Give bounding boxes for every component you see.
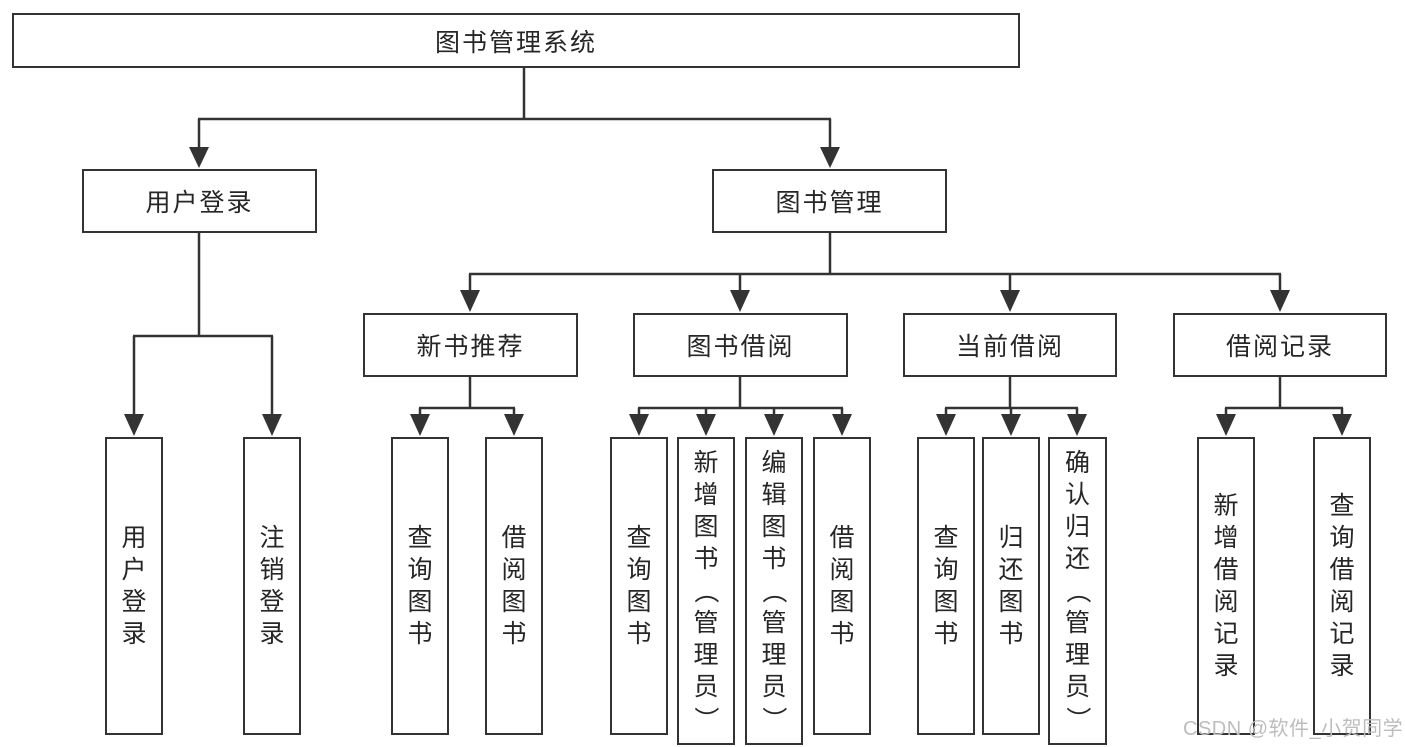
vertical-label-char: 管 [761, 609, 787, 637]
vertical-label-char: 借 [501, 524, 527, 552]
vertical-label-char: 图 [501, 588, 527, 616]
vertical-label-char: ） [691, 706, 720, 732]
vertical-label-char: 认 [1064, 481, 1090, 509]
vertical-label-char: 辑 [761, 481, 787, 509]
vertical-label-char: 询 [407, 556, 433, 584]
vertical-label-char: 询 [933, 556, 959, 584]
vertical-label-char: 用 [121, 524, 147, 552]
vertical-label-char: 查 [1329, 492, 1355, 520]
vertical-label-char: 管 [693, 609, 719, 637]
leaf-current-query: 查询图书 [917, 437, 975, 735]
vertical-label-char: 书 [829, 620, 855, 648]
vertical-label-char: 书 [761, 545, 787, 573]
vertical-label-char: 新 [693, 449, 719, 477]
connector-root-to-level2 [189, 67, 840, 168]
vertical-label-char: 图 [626, 588, 652, 616]
vertical-label-char: 查 [626, 524, 652, 552]
vertical-label-char: 户 [121, 556, 147, 584]
vertical-label-char: 阅 [1213, 588, 1239, 616]
vertical-label-char: 理 [761, 641, 787, 669]
vertical-label-char: 图 [693, 513, 719, 541]
connector-book-borrow-split [629, 377, 852, 436]
connector-borrow-records-split [1216, 377, 1352, 436]
vertical-label-char: 书 [998, 620, 1024, 648]
leaf-current-return: 归还图书 [982, 437, 1040, 735]
vertical-label-char: 增 [1213, 524, 1239, 552]
vertical-label-char: 书 [626, 620, 652, 648]
connector-book-mgmt-to-level3 [460, 233, 1290, 312]
leaf-logout: 注销登录 [243, 437, 301, 735]
vertical-label-char: 员 [1064, 673, 1090, 701]
leaf-borrow-edit-admin: 编辑图书 （ 管理员 ） [745, 437, 803, 745]
vertical-label-char: （ [759, 578, 788, 604]
vertical-label-char: 查 [933, 524, 959, 552]
vertical-label-char: 还 [998, 556, 1024, 584]
vertical-label-char: ） [1063, 706, 1092, 732]
node-current-borrow: 当前借阅 [903, 313, 1117, 377]
leaf-user-login: 用户登录 [105, 437, 163, 735]
node-root-system: 图书管理系统 [12, 13, 1020, 68]
vertical-label-char: 登 [121, 588, 147, 616]
vertical-label-char: 记 [1329, 620, 1355, 648]
vertical-label-char: 图 [761, 513, 787, 541]
vertical-label-char: 注 [259, 524, 285, 552]
leaf-current-confirm-admin: 确认归还 （ 管理员 ） [1048, 437, 1107, 745]
vertical-label-char: 记 [1213, 620, 1239, 648]
vertical-label-char: 管 [1064, 609, 1090, 637]
vertical-label-char: 销 [259, 556, 285, 584]
vertical-label-char: 还 [1064, 545, 1090, 573]
vertical-label-char: 借 [1329, 556, 1355, 584]
leaf-records-add: 新增借阅记录 [1197, 437, 1255, 735]
vertical-label-char: 借 [1213, 556, 1239, 584]
leaf-records-query: 查询借阅记录 [1313, 437, 1371, 735]
vertical-label-char: 录 [259, 620, 285, 648]
vertical-label-char: 图 [998, 588, 1024, 616]
vertical-label-char: （ [1063, 578, 1092, 604]
leaf-borrow-add-admin: 新增图书 （ 管理员 ） [677, 437, 735, 745]
vertical-label-char: 询 [626, 556, 652, 584]
node-book-mgmt: 图书管理 [712, 169, 947, 233]
vertical-label-char: 员 [693, 673, 719, 701]
vertical-label-char: 图 [829, 588, 855, 616]
leaf-new-books-query: 查询图书 [391, 437, 449, 735]
vertical-label-char: ） [759, 706, 788, 732]
vertical-label-char: 理 [693, 641, 719, 669]
vertical-label-char: 书 [501, 620, 527, 648]
vertical-label-char: 增 [693, 481, 719, 509]
vertical-label-char: 书 [693, 545, 719, 573]
vertical-label-char: 新 [1213, 492, 1239, 520]
vertical-label-char: 图 [407, 588, 433, 616]
vertical-label-char: 阅 [1329, 588, 1355, 616]
leaf-borrow-query: 查询图书 [610, 437, 668, 735]
leaf-borrow-borrow: 借阅图书 [813, 437, 871, 735]
vertical-label-char: （ [691, 578, 720, 604]
vertical-label-char: 查 [407, 524, 433, 552]
node-user-login: 用户登录 [82, 169, 317, 233]
vertical-label-char: 录 [121, 620, 147, 648]
vertical-label-char: 借 [829, 524, 855, 552]
connector-user-login-split [124, 233, 282, 436]
vertical-label-char: 员 [761, 673, 787, 701]
watermark: CSDN @软件_小贺同学 [1183, 718, 1404, 740]
vertical-label-char: 询 [1329, 524, 1355, 552]
vertical-label-char: 登 [259, 588, 285, 616]
vertical-label-char: 确 [1064, 449, 1090, 477]
vertical-label-char: 书 [933, 620, 959, 648]
node-borrow-records: 借阅记录 [1173, 313, 1387, 377]
vertical-label-char: 归 [1064, 513, 1090, 541]
vertical-label-char: 图 [933, 588, 959, 616]
vertical-label-char: 录 [1329, 652, 1355, 680]
vertical-label-char: 理 [1064, 641, 1090, 669]
node-new-books: 新书推荐 [363, 313, 578, 377]
vertical-label-char: 阅 [501, 556, 527, 584]
vertical-label-char: 书 [407, 620, 433, 648]
vertical-label-char: 编 [761, 449, 787, 477]
vertical-label-char: 归 [998, 524, 1024, 552]
connector-current-borrow-split [936, 377, 1087, 436]
vertical-label-char: 阅 [829, 556, 855, 584]
node-book-borrow: 图书借阅 [633, 313, 848, 377]
vertical-label-char: 录 [1213, 652, 1239, 680]
leaf-new-books-borrow: 借阅图书 [485, 437, 543, 735]
connector-new-books-split [410, 377, 524, 436]
